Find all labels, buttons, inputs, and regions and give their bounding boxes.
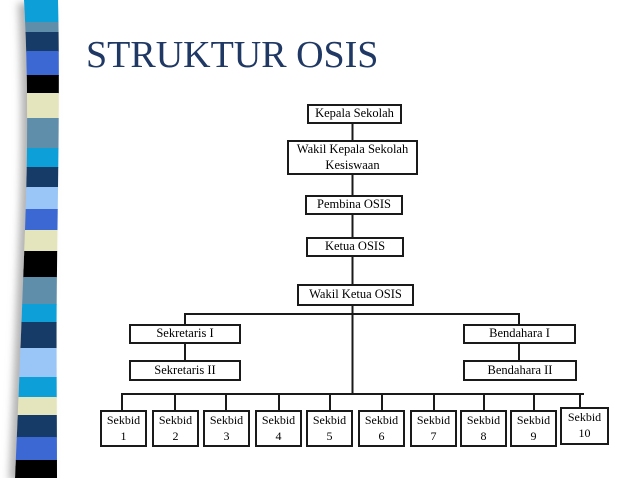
org-node-sekbid-6: Sekbid 6 — [358, 410, 405, 447]
org-node-sekbid-1: Sekbid 1 — [100, 410, 147, 447]
sekbid-number: 5 — [326, 428, 333, 443]
sekbid-label: Sekbid — [466, 412, 501, 427]
decorative-ribbon — [15, 0, 59, 478]
sekbid-label: Sekbid — [106, 412, 141, 427]
sekbid-number: 8 — [480, 428, 487, 443]
org-node-ketua-osis: Ketua OSIS — [306, 237, 404, 257]
org-node-sekbid-10: Sekbid 10 — [560, 407, 609, 445]
sekbid-label: Sekbid — [516, 412, 551, 427]
org-node-wakil-ketua-osis: Wakil Ketua OSIS — [297, 284, 414, 306]
sekbid-number: 1 — [120, 428, 127, 443]
sekbid-label: Sekbid — [158, 412, 193, 427]
org-node-wakil-kepala-sekolah: Wakil Kepala Sekolah Kesiswaan — [287, 140, 418, 175]
org-node-bendahara-1: Bendahara I — [463, 324, 576, 344]
sekbid-label: Sekbid — [416, 412, 451, 427]
sekbid-label: Sekbid — [312, 412, 347, 427]
sekbid-number: 6 — [378, 428, 385, 443]
sekbid-number: 9 — [530, 428, 537, 443]
sekbid-label: Sekbid — [567, 410, 602, 425]
page-title: STRUKTUR OSIS — [86, 34, 379, 76]
org-node-kepala-sekolah: Kepala Sekolah — [307, 104, 402, 124]
sekbid-label: Sekbid — [364, 412, 399, 427]
org-node-pembina-osis: Pembina OSIS — [305, 195, 403, 215]
org-node-sekbid-2: Sekbid 2 — [152, 410, 199, 447]
org-node-sekbid-7: Sekbid 7 — [410, 410, 457, 447]
sekbid-number: 10 — [578, 426, 591, 440]
org-node-sekbid-3: Sekbid 3 — [203, 410, 250, 447]
sekbid-number: 4 — [275, 428, 282, 443]
sekbid-number: 2 — [172, 428, 179, 443]
org-node-sekretaris-2: Sekretaris II — [129, 360, 241, 381]
sekbid-number: 3 — [223, 428, 230, 443]
org-node-sekbid-8: Sekbid 8 — [460, 410, 507, 447]
sekbid-label: Sekbid — [209, 412, 244, 427]
sekbid-number: 7 — [430, 428, 437, 443]
org-node-sekretaris-1: Sekretaris I — [129, 324, 241, 344]
org-node-sekbid-5: Sekbid 5 — [306, 410, 353, 447]
sekbid-label: Sekbid — [261, 412, 296, 427]
org-node-bendahara-2: Bendahara II — [463, 360, 577, 381]
org-node-sekbid-4: Sekbid 4 — [255, 410, 302, 447]
org-node-sekbid-9: Sekbid 9 — [510, 410, 557, 447]
